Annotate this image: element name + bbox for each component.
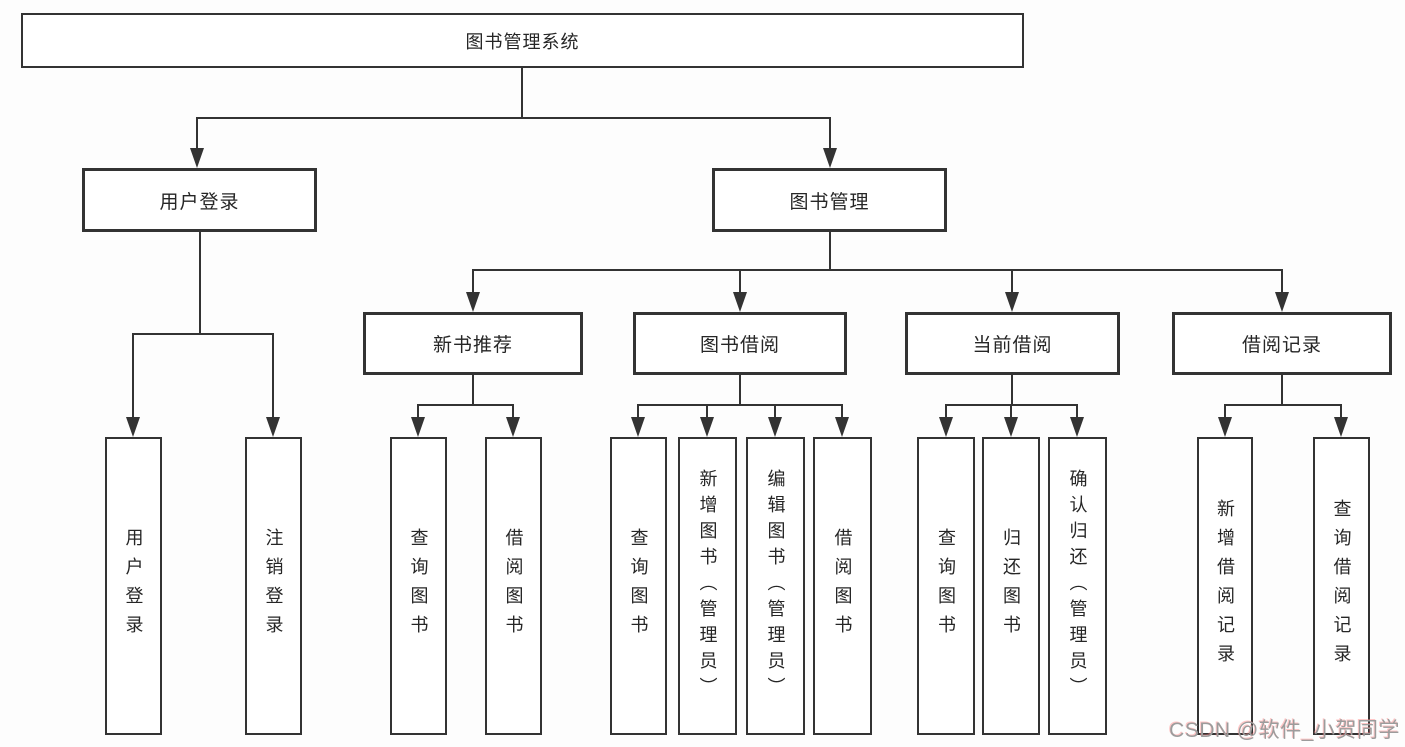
node-leaf-borrow-books-recommend: 借阅图书 [485, 437, 542, 735]
arrowhead-icon [1004, 417, 1018, 437]
connector-group-rail [1224, 404, 1342, 406]
arrowhead-icon [631, 417, 645, 437]
node-label: 图书管理 [789, 191, 870, 213]
arrowhead-icon [266, 417, 280, 437]
node-current-borrowing: 当前借阅 [905, 312, 1120, 375]
arrowhead-icon [700, 417, 714, 437]
node-leaf-borrow-books-borrowing: 借阅图书 [813, 437, 872, 735]
node-label: 用户登录 [123, 528, 144, 644]
connector-group-stem [1011, 375, 1013, 406]
node-leaf-return-books: 归还图书 [982, 437, 1040, 735]
node-label: 借阅图书 [832, 528, 853, 644]
arrowhead-icon [768, 417, 782, 437]
node-label: 确认归还（管理员） [1067, 469, 1088, 703]
connector-line [1010, 405, 1012, 419]
node-label: 新增借阅记录 [1215, 499, 1235, 673]
arrowhead-icon [506, 417, 520, 437]
node-leaf-add-borrow-record: 新增借阅记录 [1197, 437, 1253, 735]
node-label: 注销登录 [263, 528, 284, 644]
arrowhead-icon [939, 417, 953, 437]
node-label: 借阅记录 [1241, 335, 1322, 356]
connector-line [132, 334, 134, 419]
connector-line [706, 405, 708, 419]
node-leaf-edit-books-admin: 编辑图书（管理员） [746, 437, 805, 735]
node-book-management: 图书管理 [712, 168, 947, 232]
arrowhead-icon [190, 148, 204, 168]
connector-book-management-stem [829, 232, 831, 271]
node-user-login: 用户登录 [82, 168, 317, 232]
connector-level2-rail [196, 117, 831, 119]
node-leaf-query-books-current: 查询图书 [917, 437, 975, 735]
node-label: 查询借阅记录 [1331, 499, 1352, 673]
node-new-book-recommendation: 新书推荐 [363, 312, 583, 375]
node-label: 归还图书 [1001, 528, 1021, 644]
arrowhead-icon [1218, 417, 1232, 437]
connector-group-rail [637, 404, 843, 406]
connector-root-stem [521, 68, 523, 118]
connector-line [1224, 405, 1226, 419]
connector-group-stem [739, 375, 741, 406]
node-label: 图书管理系统 [465, 31, 580, 52]
connector-level3-rail [472, 269, 1283, 271]
arrowhead-icon [1070, 417, 1084, 437]
arrowhead-icon [733, 292, 747, 312]
connector-user-login-stem [199, 232, 201, 335]
arrowhead-icon [126, 417, 140, 437]
connector-line [1011, 270, 1013, 294]
connector-user-login-rail [132, 333, 274, 335]
node-leaf-query-books-borrowing: 查询图书 [610, 437, 667, 735]
connector-line [417, 405, 419, 419]
node-label: 新增图书（管理员） [697, 469, 718, 703]
node-leaf-query-borrow-record: 查询借阅记录 [1313, 437, 1370, 735]
node-label: 查询图书 [628, 528, 649, 644]
node-leaf-logout: 注销登录 [245, 437, 302, 735]
arrowhead-icon [466, 292, 480, 312]
node-label: 当前借阅 [972, 335, 1053, 356]
node-label: 借阅图书 [503, 528, 524, 644]
arrowhead-icon [823, 148, 837, 168]
csdn-watermark: CSDN @软件_小贺同学 [1169, 719, 1400, 742]
node-borrowing-records: 借阅记录 [1172, 312, 1392, 375]
connector-line [739, 270, 741, 294]
arrowhead-icon [1334, 417, 1348, 437]
connector-line [945, 405, 947, 419]
node-label: 查询图书 [408, 528, 429, 644]
connector-line [774, 405, 776, 419]
connector-line [829, 118, 831, 152]
node-leaf-confirm-return-admin: 确认归还（管理员） [1048, 437, 1107, 735]
arrowhead-icon [835, 417, 849, 437]
connector-group-rail [417, 404, 514, 406]
node-book-borrowing: 图书借阅 [633, 312, 847, 375]
connector-group-stem [1281, 375, 1283, 406]
node-leaf-user-login: 用户登录 [105, 437, 162, 735]
connector-line [272, 334, 274, 419]
connector-line [512, 405, 514, 419]
arrowhead-icon [1275, 292, 1289, 312]
node-label: 新书推荐 [432, 335, 513, 356]
connector-line [472, 270, 474, 294]
arrowhead-icon [1005, 292, 1019, 312]
node-leaf-add-books-admin: 新增图书（管理员） [678, 437, 737, 735]
connector-line [841, 405, 843, 419]
connector-line [637, 405, 639, 419]
node-label: 编辑图书（管理员） [765, 469, 786, 703]
connector-line [196, 118, 198, 152]
node-library-system: 图书管理系统 [21, 13, 1024, 68]
node-label: 用户登录 [159, 191, 240, 213]
arrowhead-icon [411, 417, 425, 437]
connector-line [1076, 405, 1078, 419]
connector-line [1281, 270, 1283, 294]
connector-line [1340, 405, 1342, 419]
node-leaf-query-books-recommend: 查询图书 [390, 437, 447, 735]
node-label: 查询图书 [936, 528, 956, 644]
connector-group-stem [472, 375, 474, 406]
node-label: 图书借阅 [699, 335, 780, 356]
